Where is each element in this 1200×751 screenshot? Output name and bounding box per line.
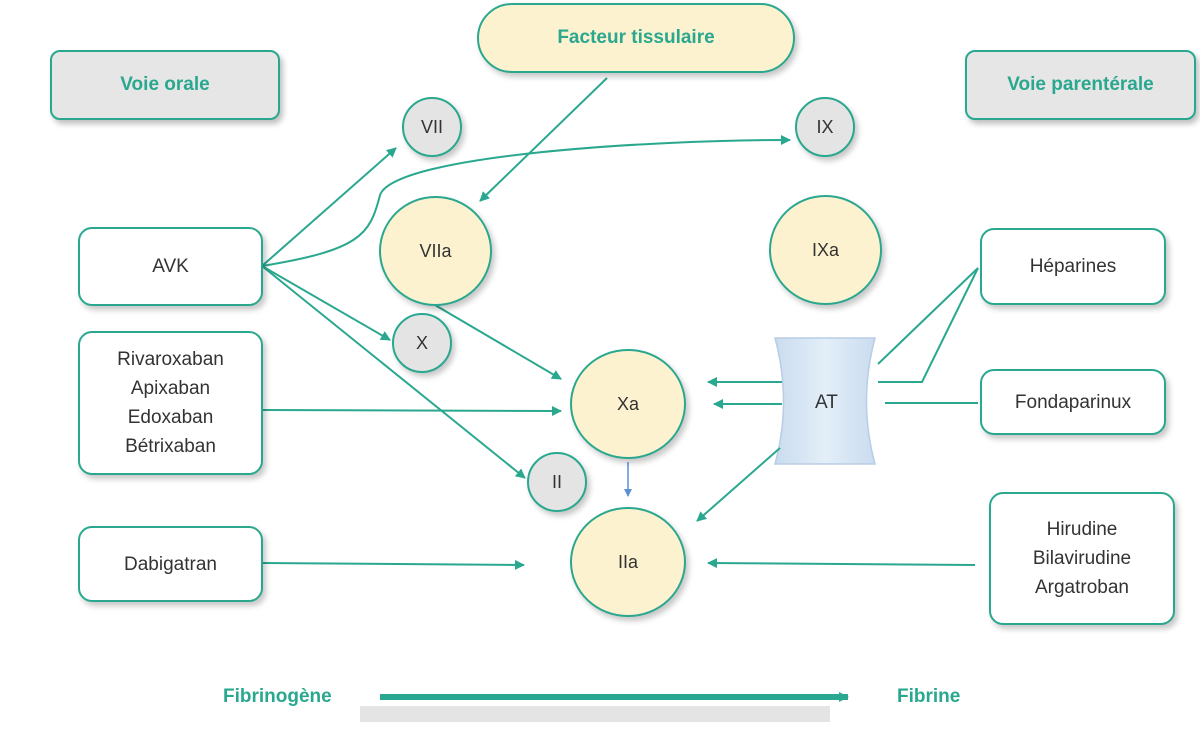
factor-ii-label: II: [551, 471, 562, 492]
axis-shadow: [360, 706, 830, 722]
factor-vii-label: VII: [420, 116, 443, 137]
fibrinogen-label: Fibrinogène: [223, 686, 332, 707]
fibrin-label: Fibrine: [897, 686, 961, 707]
drug-edoxaban: Edoxaban: [127, 407, 214, 428]
factor-x-label: X: [415, 332, 428, 353]
arrow-avk-ii: [261, 265, 526, 479]
tissue-factor-label: Facteur tissulaire: [557, 27, 715, 48]
line-heparines-at-1: [877, 267, 979, 365]
factor-vii-circle: VII: [402, 97, 462, 157]
drug-hirudine: Hirudine: [1046, 519, 1118, 540]
drug-betrixaban: Bétrixaban: [125, 436, 216, 457]
drug-bilavirudine: Bilavirudine: [1032, 548, 1132, 569]
factor-viia-label: VIIa: [419, 240, 452, 261]
arrow-avk-x: [261, 265, 391, 341]
dabigatran-box: Dabigatran: [78, 526, 263, 602]
arrow-hirudine-iia: [707, 558, 976, 569]
dabigatran-label: Dabigatran: [124, 553, 217, 575]
factor-ii-circle: II: [527, 452, 587, 512]
heparines-box: Héparines: [980, 228, 1166, 305]
xa-inhibitors-list: Rivaroxaban Apixaban Edoxaban Bétrixaban: [117, 345, 224, 461]
oral-route-label: Voie orale: [120, 74, 210, 95]
factor-ixa-circle: IXa: [769, 195, 882, 305]
arrow-viia-xa: [434, 304, 562, 380]
factor-iia-label: IIa: [617, 551, 638, 572]
factor-xa-circle: Xa: [570, 349, 686, 459]
drug-argatroban: Argatroban: [1034, 577, 1129, 598]
fondaparinux-label: Fondaparinux: [1014, 391, 1132, 413]
arrow-avk-ix: [261, 135, 791, 267]
xa-inhibitors-box: Rivaroxaban Apixaban Edoxaban Bétrixaban: [78, 331, 263, 475]
factor-ixa-label: IXa: [811, 239, 840, 260]
drug-rivaroxaban: Rivaroxaban: [117, 349, 224, 370]
factor-x-circle: X: [392, 313, 452, 373]
factor-ix-circle: IX: [795, 97, 855, 157]
avk-box: AVK: [78, 227, 263, 306]
arrow-dabigatran-iia: [261, 559, 525, 570]
fondaparinux-box: Fondaparinux: [980, 369, 1166, 435]
heparines-label: Héparines: [1029, 256, 1117, 277]
factor-viia-circle: VIIa: [379, 196, 492, 306]
antithrombin-shape: [774, 337, 876, 465]
factor-xa-label: Xa: [616, 393, 640, 414]
arrow-xa-inhibitors-xa: [261, 405, 562, 416]
avk-label: AVK: [152, 256, 189, 277]
tissue-factor-box: Facteur tissulaire: [477, 3, 795, 73]
thrombin-inhibitors-list: Hirudine Bilavirudine Argatroban: [1033, 515, 1131, 602]
oral-route-header: Voie orale: [50, 50, 280, 120]
thrombin-inhibitors-box: Hirudine Bilavirudine Argatroban: [989, 492, 1175, 625]
factor-ix-label: IX: [816, 116, 834, 137]
arrow-tf-viia: [479, 77, 608, 202]
parenteral-route-header: Voie parentérale: [965, 50, 1196, 120]
line-heparines-at-2: [878, 267, 979, 383]
drug-apixaban: Apixaban: [130, 378, 211, 399]
parenteral-route-label: Voie parentérale: [1007, 74, 1154, 95]
arrow-at-iia: [696, 447, 781, 522]
factor-iia-circle: IIa: [570, 507, 686, 617]
antithrombin-label: AT: [815, 392, 838, 413]
arrow-avk-vii: [261, 147, 397, 267]
